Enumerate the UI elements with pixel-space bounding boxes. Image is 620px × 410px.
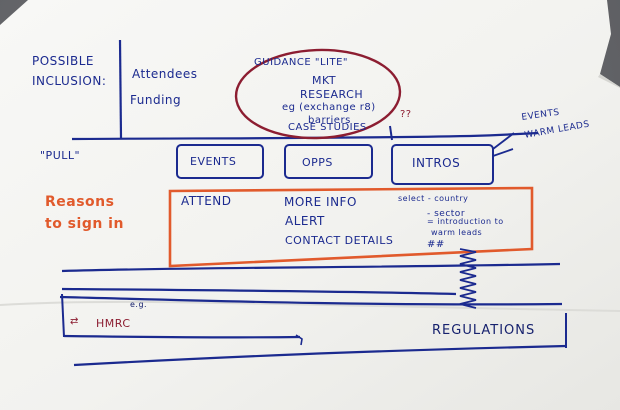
barriers-label: barriers — [308, 115, 351, 126]
blue-zigzag — [459, 248, 477, 309]
blue-lower-line-2 — [61, 287, 457, 296]
blue-lower-left-vertical — [61, 293, 65, 338]
funding-label: Funding — [130, 93, 182, 107]
bidirectional-arrow-icon: ⇄ — [70, 316, 79, 327]
sector-label: - sector — [427, 209, 466, 219]
hmrc-label: HMRC — [96, 317, 131, 330]
alert-label: ALERT — [285, 214, 325, 228]
arrow-warm-right — [492, 148, 514, 157]
guidance-label: GUIDANCE "LITE" — [254, 57, 348, 68]
attend-label: ATTEND — [181, 194, 232, 208]
contact-details-label: CONTACT DETAILS — [285, 234, 394, 247]
warm-leads-label: warm leads — [431, 228, 483, 237]
attendees-label: Attendees — [132, 67, 198, 81]
exchange-rate-label: eg (exchange r8) — [282, 102, 376, 113]
to-sign-in-label: to sign in — [45, 216, 124, 232]
opps-box — [284, 144, 373, 179]
blue-vertical-line — [118, 39, 123, 139]
reasons-label: Reasons — [45, 194, 115, 210]
blue-lower-line-5 — [73, 344, 567, 367]
intros-box — [391, 144, 494, 185]
blue-horizontal-divider — [71, 131, 539, 141]
arrow-events-right — [492, 132, 515, 150]
intros-box-label: INTROS — [412, 156, 461, 170]
bottom-center-notch — [295, 334, 303, 346]
case-studies-label: CASE STUDIES — [288, 122, 367, 133]
paper-crease — [0, 300, 620, 312]
select-country-label: select - country — [398, 194, 469, 203]
question-marks: ?? — [400, 109, 412, 120]
events-box — [176, 144, 264, 179]
blue-lower-line-3 — [59, 295, 563, 306]
possible-label: POSSIBLE — [32, 54, 94, 68]
more-info-label: MORE INFO — [284, 195, 357, 209]
mkt-label: MKT — [312, 74, 337, 87]
blue-lower-line-4 — [63, 334, 301, 339]
introduction-to-label: = introduction to — [427, 217, 504, 226]
regulations-label: REGULATIONS — [432, 323, 536, 338]
eg-label: e.g. — [130, 300, 148, 309]
orange-box — [168, 186, 534, 268]
research-label: RESEARCH — [300, 88, 364, 101]
blue-lower-line-1 — [61, 262, 561, 273]
paper-fold-shadow — [598, 74, 620, 88]
events-box-label: EVENTS — [190, 155, 237, 168]
red-circle — [234, 48, 402, 140]
opps-box-label: OPPS — [302, 156, 333, 169]
hash-mark: ## — [427, 239, 445, 250]
pull-label: "PULL" — [40, 149, 81, 162]
blue-divider-tick — [389, 125, 393, 141]
inclusion-label: INCLUSION: — [32, 74, 107, 88]
